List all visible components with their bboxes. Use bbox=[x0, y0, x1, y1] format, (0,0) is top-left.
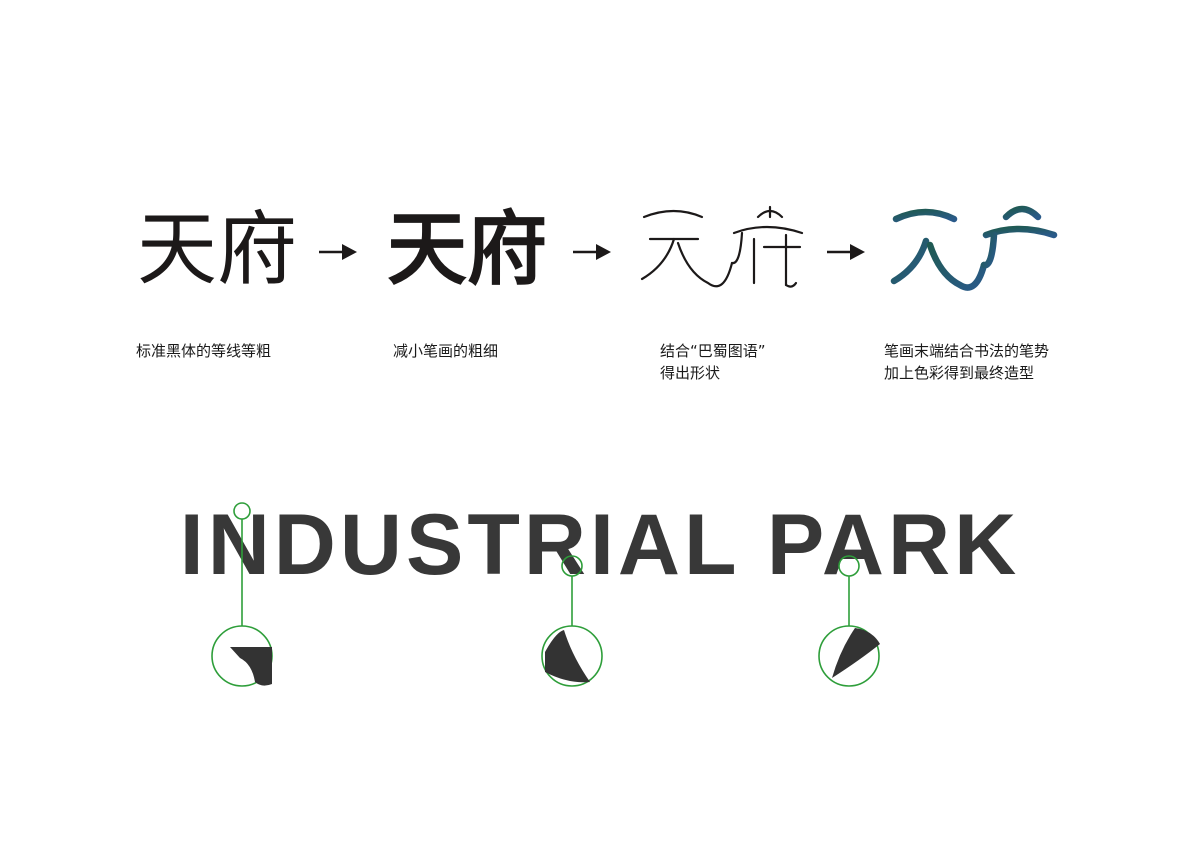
caption-line: 结合“巴蜀图语” bbox=[660, 342, 766, 360]
step-2-caption: 减小笔画的粗细 bbox=[393, 340, 498, 362]
zoom-stroke-detail-1 bbox=[230, 647, 272, 686]
callout-zoom-circle bbox=[818, 625, 880, 687]
step-4-glyphs bbox=[890, 203, 1058, 291]
caption-line: 标准黑体的等线等粗 bbox=[136, 342, 272, 360]
arrow-right-icon bbox=[319, 244, 357, 260]
arrow-right-icon bbox=[573, 244, 611, 260]
callout-zoom-circle bbox=[211, 625, 273, 687]
step-3-glyphs bbox=[640, 205, 804, 288]
step-1-glyphs: 天府 bbox=[137, 203, 297, 296]
step-4-caption: 笔画末端结合书法的笔势 加上色彩得到最终造型 bbox=[884, 340, 1049, 384]
caption-line: 减小笔画的粗细 bbox=[393, 342, 499, 360]
step-1-caption: 标准黑体的等线等粗 bbox=[136, 340, 271, 362]
zoom-stroke-detail-3 bbox=[832, 628, 880, 678]
industrial-park-wordmark: INDUSTRIAL PARK bbox=[179, 497, 1021, 593]
zoom-stroke-detail-2 bbox=[545, 630, 590, 683]
step-2-glyphs: 天府 bbox=[387, 203, 547, 296]
caption-line: 得出形状 bbox=[660, 364, 721, 382]
arrow-right-icon bbox=[827, 244, 865, 260]
callout-zoom-circle bbox=[541, 625, 603, 687]
caption-line: 加上色彩得到最终造型 bbox=[884, 364, 1035, 382]
step-3-caption: 结合“巴蜀图语” 得出形状 bbox=[660, 340, 766, 384]
caption-line: 笔画末端结合书法的笔势 bbox=[884, 342, 1050, 360]
